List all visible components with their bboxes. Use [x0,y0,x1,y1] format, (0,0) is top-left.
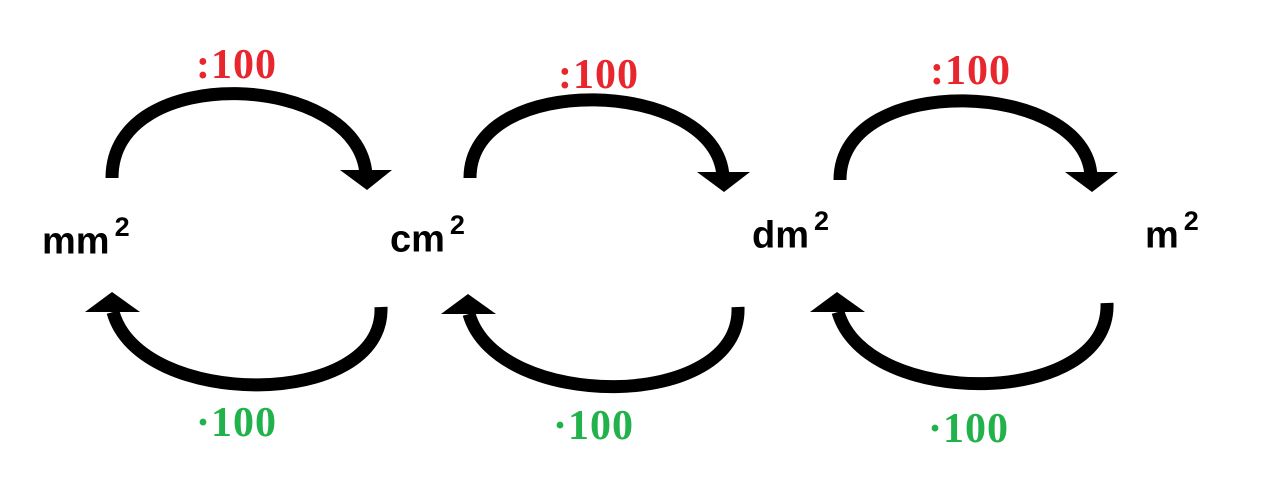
multiply-arrow-dm2-cm2 [462,306,745,394]
multiply-label-3: ·100 [928,406,1010,452]
divide-arrow-mm2-cm2 [105,87,373,179]
divide-arrowhead-dm2-m2 [1065,172,1118,192]
divide-arrowhead-cm2-dm2 [697,172,750,192]
unit-base: dm [752,214,809,257]
multiply-arrow-m2-dm2 [831,302,1114,391]
unit-exponent: 2 [814,206,830,236]
unit-exponent: 2 [1183,206,1199,236]
unit-base: mm [42,220,110,263]
unit-base: m [1145,214,1179,257]
multiply-label-2: ·100 [553,403,635,449]
multiply-arrowhead-m2-dm2 [810,292,865,312]
divide-label-1: :100 [196,42,277,88]
divide-arrowhead-mm2-cm2 [340,170,392,190]
multiply-label-1: ·100 [196,400,278,446]
unit-exponent: 2 [449,210,465,240]
divide-label-2: :100 [558,52,639,98]
unit-base: cm [390,218,445,261]
divide-arrow-dm2-m2 [833,94,1098,181]
multiply-arrow-cm2-mm2 [106,306,388,392]
multiply-arrowhead-dm2-cm2 [441,294,496,314]
unit-exponent: 2 [114,212,130,242]
divide-arrow-cm2-dm2 [463,93,730,179]
divide-label-3: :100 [930,48,1011,94]
multiply-arrowhead-cm2-mm2 [85,292,140,312]
